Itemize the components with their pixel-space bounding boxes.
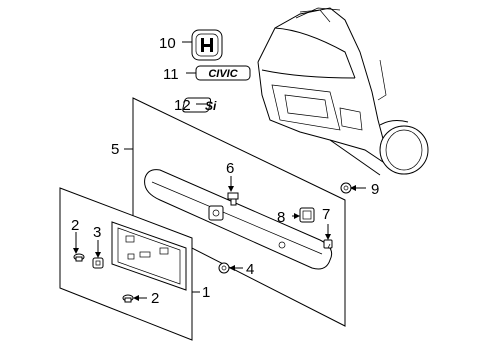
callout-5: 5 [111, 141, 119, 158]
si-emblem-text: Si [205, 99, 217, 113]
h-emblem [191, 29, 223, 61]
callout-11: 11 [163, 66, 179, 83]
callout-2b: 2 [151, 290, 159, 307]
nut-4 [218, 262, 230, 274]
si-emblem: Si [182, 97, 217, 113]
callout-9: 9 [371, 181, 379, 198]
leader-lines [73, 41, 366, 301]
tire [379, 125, 429, 175]
callout-2a: 2 [71, 217, 79, 234]
grommet-9 [340, 182, 352, 194]
callout-7: 7 [322, 206, 330, 223]
screw-2a [73, 253, 85, 262]
callout-1: 1 [202, 284, 210, 301]
rear-garnish [144, 169, 333, 270]
license-plate-bracket [111, 221, 187, 291]
screw-3 [92, 257, 104, 269]
callout-6: 6 [226, 160, 234, 177]
screw-6 [227, 192, 239, 206]
screw-2b [122, 294, 134, 303]
civic-emblem: CIVIC [195, 65, 251, 81]
callout-10: 10 [159, 35, 176, 52]
clip-8 [299, 207, 315, 223]
civic-emblem-text: CIVIC [208, 68, 238, 80]
car-rear-illustration [257, 7, 429, 176]
callout-4: 4 [246, 261, 254, 278]
callout-12: 12 [174, 97, 191, 114]
bolt-7 [323, 239, 333, 249]
callout-8: 8 [277, 209, 285, 226]
callout-3: 3 [93, 224, 101, 241]
